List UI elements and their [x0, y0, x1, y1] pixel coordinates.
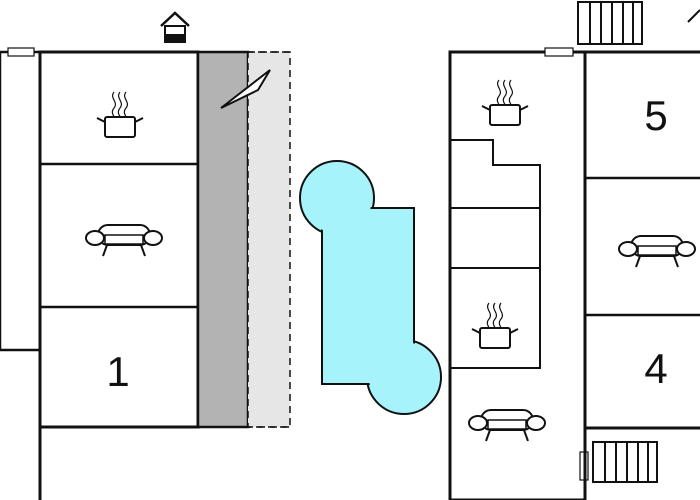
north-arrow-icon	[220, 69, 271, 109]
entrance-icon	[160, 11, 190, 43]
unit-label-1: 1	[106, 348, 129, 395]
window	[544, 47, 574, 57]
pool	[299, 160, 442, 415]
terrace	[196, 50, 291, 429]
right-building: 5 4	[448, 1, 700, 500]
left-side-room	[0, 50, 42, 352]
stairs-icon	[577, 1, 643, 45]
unit-label-5: 5	[644, 92, 667, 139]
left-building: 1	[0, 11, 200, 500]
north-arrow-icon	[687, 9, 700, 23]
stairs-icon	[592, 441, 658, 483]
unit-label-4: 4	[644, 345, 667, 392]
window	[7, 47, 35, 57]
